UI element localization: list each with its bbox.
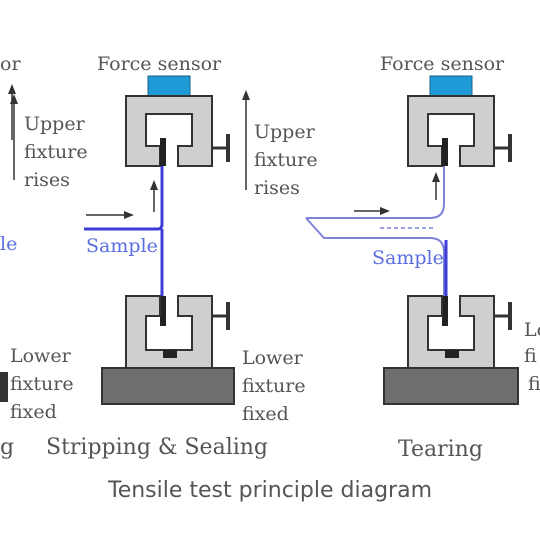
tearing-force-sensor bbox=[429, 75, 473, 97]
tearing-feed-arrowhead bbox=[380, 207, 390, 215]
stripping-lower-right-line1: Lower bbox=[242, 347, 304, 369]
stripping-upper-right-line3: rises bbox=[254, 177, 300, 199]
stripping-upper-left-line1: Upper bbox=[24, 113, 86, 135]
tearing-right-partial-line1: Lo bbox=[524, 319, 540, 341]
stripping-force-sensor bbox=[147, 75, 191, 97]
stripping-right-rise-arrowhead bbox=[242, 90, 250, 100]
tearing-panel: Force sensor Sample Lo fi fi Tearing bbox=[305, 53, 540, 462]
left-base-fragment bbox=[0, 372, 8, 402]
stripping-upper-fixture bbox=[125, 95, 213, 167]
stripping-lower-left-line1: Lower bbox=[10, 345, 72, 367]
left-caption: g bbox=[0, 435, 14, 460]
stripping-lower-right-line3: fixed bbox=[242, 403, 289, 425]
stripping-feed-arrowhead bbox=[124, 211, 134, 219]
stripping-lower-left-line2: fixture bbox=[10, 373, 74, 395]
tearing-caption: Tearing bbox=[398, 437, 483, 462]
tearing-right-partial-line3: fi bbox=[528, 373, 540, 395]
tearing-upper-fixture bbox=[407, 95, 495, 167]
left-sample-label: le bbox=[0, 233, 17, 255]
tearing-sample-upper-leg bbox=[306, 166, 445, 219]
stripping-sample-strip bbox=[84, 166, 164, 231]
stripping-panel: Force sensor Sample Upper fixture rises … bbox=[10, 53, 318, 460]
stripping-upper-right-line1: Upper bbox=[254, 121, 316, 143]
stripping-upper-left-line3: rises bbox=[24, 169, 70, 191]
stripping-rise-arrowhead bbox=[150, 180, 158, 190]
tearing-sample-lower-leg bbox=[305, 217, 445, 310]
tearing-sample-label: Sample bbox=[372, 247, 444, 269]
tearing-right-partial-line2: fi bbox=[524, 345, 537, 367]
stripping-upper-right-line2: fixture bbox=[254, 149, 318, 171]
stripping-upper-left-line2: fixture bbox=[24, 141, 88, 163]
left-partial-panel: or le g bbox=[0, 53, 21, 460]
left-sensor-label: or bbox=[0, 53, 21, 75]
tearing-sensor-label: Force sensor bbox=[380, 53, 505, 75]
stripping-sensor-label: Force sensor bbox=[97, 53, 222, 75]
stripping-sample-label: Sample bbox=[86, 235, 158, 257]
left-up-arrowhead bbox=[8, 84, 16, 94]
tearing-rise-arrowhead bbox=[432, 172, 440, 182]
tensile-test-diagram: or le g Force sensor Sample Upper fixtur… bbox=[0, 53, 540, 462]
stripping-lower-jaw bbox=[160, 296, 166, 326]
tearing-lower-jaw bbox=[442, 296, 448, 326]
tearing-base bbox=[383, 367, 519, 405]
diagram-caption: Tensile test principle diagram bbox=[108, 478, 432, 503]
stripping-base bbox=[101, 367, 235, 405]
stripping-upper-jaw bbox=[160, 138, 166, 166]
stripping-lower-foot bbox=[163, 350, 177, 358]
tearing-lower-foot bbox=[445, 350, 459, 358]
stripping-caption: Stripping & Sealing bbox=[46, 435, 268, 460]
stripping-lower-left-line3: fixed bbox=[10, 401, 57, 423]
tearing-upper-jaw bbox=[442, 138, 448, 166]
stripping-left-rise-arrowhead bbox=[10, 94, 18, 104]
stripping-lower-right-line2: fixture bbox=[242, 375, 306, 397]
